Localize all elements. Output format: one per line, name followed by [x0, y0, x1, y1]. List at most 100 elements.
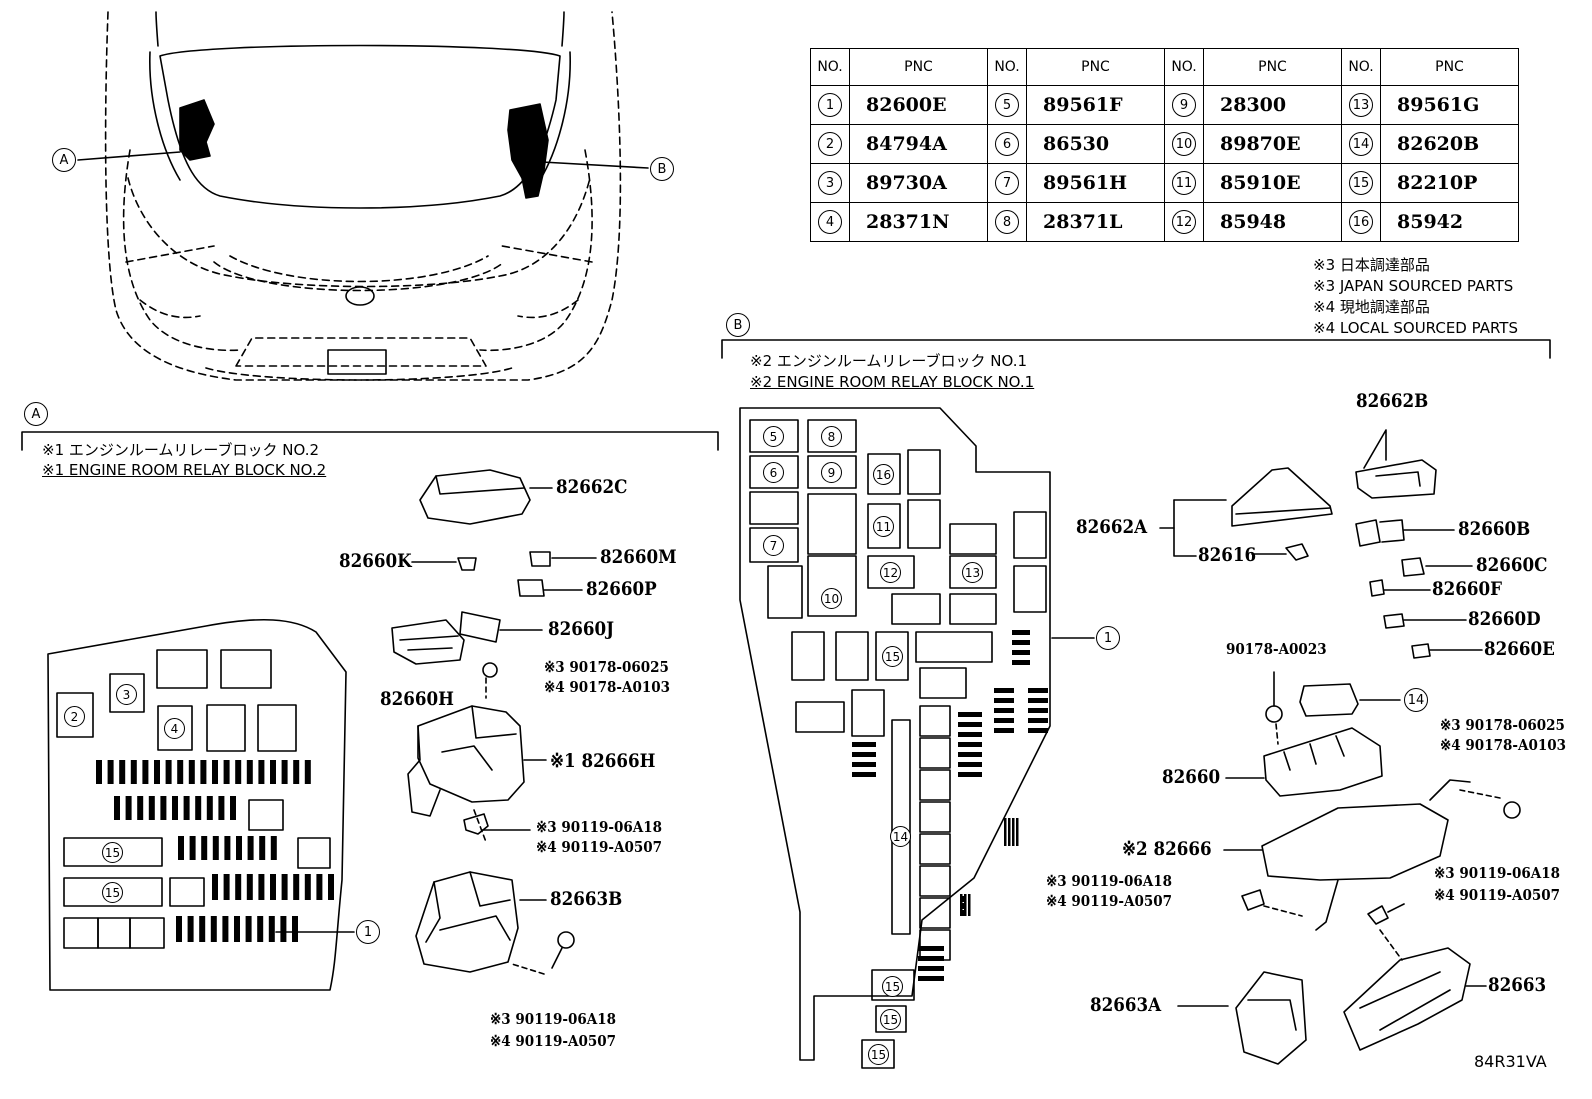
block-a-number: 15 [102, 842, 123, 863]
fuse-bar [235, 874, 242, 900]
note-90119-06a18: ※3 90119-06A18 [536, 818, 663, 836]
fuse-bar [212, 836, 219, 860]
part-82616: 82616 [1198, 544, 1257, 566]
block-b-number: 14 [890, 826, 911, 847]
fuse-bar [1008, 818, 1011, 846]
fuse-bar [212, 874, 218, 900]
fuse-bar [1012, 650, 1030, 655]
fuse-bar [188, 760, 195, 784]
drawing-code: 84R31VA [1474, 1052, 1547, 1071]
section-b-title-jp: ※2 エンジンルームリレーブロック NO.1 [750, 352, 1028, 370]
fuse-bar [918, 976, 944, 981]
block-a-number: 1 [356, 920, 380, 944]
note-90178-a0103: ※4 90178-A0103 [1440, 736, 1567, 754]
note-90119-06a18: ※3 90119-06A18 [1434, 864, 1561, 882]
table-pnc-cell: 82600E [849, 85, 988, 125]
fuse-bar [994, 728, 1014, 733]
table-header-no: NO. [1164, 48, 1204, 86]
relay-block-b-location [507, 103, 549, 199]
table-pnc-cell: 28300 [1203, 85, 1342, 125]
table-no-badge: 2 [818, 132, 842, 156]
part-82660m: 82660M [600, 546, 677, 568]
fuse-bar [1016, 818, 1019, 846]
block-b-number: 15 [882, 976, 903, 997]
fuse-bar [223, 874, 230, 900]
table-pnc-cell: 86530 [1026, 124, 1165, 164]
section-b-title-en: ※2 ENGINE ROOM RELAY BLOCK NO.1 [750, 373, 1035, 391]
fuse-bar [1028, 718, 1048, 723]
note-90178-06025: ※3 90178-06025 [544, 658, 669, 676]
block-b-number: 8 [821, 426, 842, 447]
table-pnc-cell: 28371L [1026, 202, 1165, 242]
fuse-bar [852, 762, 876, 767]
fuse-bar [270, 874, 276, 900]
block-b-number: 11 [873, 516, 894, 537]
block-b-number: 16 [873, 464, 894, 485]
table-pnc-cell: 89561G [1380, 85, 1519, 125]
fuse-bar [183, 796, 190, 820]
table-no-badge: 8 [995, 210, 1019, 234]
table-no-badge: 16 [1349, 210, 1373, 234]
block-b-number: 15 [882, 646, 903, 667]
table-no-badge: 6 [995, 132, 1019, 156]
table-header-row: NO. PNC NO. PNC NO. PNC NO. PNC [810, 48, 1519, 86]
fuse-bar [958, 722, 982, 727]
callout-a: A [52, 148, 76, 172]
fuse-bar [137, 796, 144, 820]
vehicle-front-view [104, 11, 622, 381]
fuse-bar [270, 760, 276, 784]
note-90178-a0103: ※4 90178-A0103 [544, 678, 671, 696]
table-header-pnc: PNC [849, 48, 988, 86]
table-row: 3 89730A 7 89561H 11 85910E 15 82210P [810, 163, 1519, 203]
fuse-bar [96, 760, 102, 784]
table-no-badge: 11 [1172, 171, 1196, 195]
pnc-table: NO. PNC NO. PNC NO. PNC NO. PNC 1 82600E… [810, 48, 1519, 242]
part-82660: 82660 [1162, 766, 1221, 788]
part-82666h: ※1 82666H [550, 750, 656, 772]
relay-block-a-location [179, 99, 215, 161]
fuse-bar [918, 946, 944, 951]
block-b-number: 6 [763, 462, 784, 483]
fuse-bar [199, 916, 206, 942]
fuse-bar [918, 956, 944, 961]
section-a-parts [391, 469, 597, 975]
part-82660b: 82660B [1458, 518, 1531, 540]
fuse-bar [177, 760, 184, 784]
callout-a-leader [77, 151, 181, 161]
block-a-number: 4 [164, 718, 185, 739]
block-b-number: 10 [821, 588, 842, 609]
fuse-bar [258, 874, 265, 900]
table-pnc-cell: 85942 [1380, 202, 1519, 242]
fuse-bar [1004, 818, 1007, 846]
fuse-bar [964, 894, 967, 916]
fuse-bar [235, 760, 242, 784]
fuse-bar [281, 874, 288, 900]
fuse-bar [1012, 630, 1030, 635]
section-b-tag: B [726, 313, 750, 337]
fuse-bar [114, 796, 120, 820]
fuse-bar [958, 742, 982, 747]
table-pnc-cell: 84794A [849, 124, 988, 164]
fuse-bar [206, 796, 213, 820]
table-pnc-cell: 89561H [1026, 163, 1165, 203]
fuse-bar [994, 698, 1014, 703]
fuse-bar [1012, 818, 1015, 846]
table-pnc-cell: 82620B [1380, 124, 1519, 164]
fuse-bar [210, 916, 217, 942]
fuse-bar [268, 916, 275, 942]
part-82663: 82663 [1488, 974, 1547, 996]
fuse-bar [1012, 640, 1030, 645]
table-pnc-cell: 28371N [849, 202, 988, 242]
section-a-tag: A [24, 402, 48, 426]
block-a-number: 3 [116, 684, 137, 705]
fuse-bar [107, 760, 114, 784]
part-90178-a0023: 90178-A0023 [1226, 640, 1327, 658]
fuse-bar [148, 796, 155, 820]
table-header-no: NO. [1341, 48, 1381, 86]
fuse-bar [236, 836, 242, 860]
fuse-bar [1028, 688, 1048, 693]
block-a-number: 15 [102, 882, 123, 903]
table-no-badge: 15 [1349, 171, 1373, 195]
table-header-pnc: PNC [1026, 48, 1165, 86]
block-b-number: 14 [1404, 688, 1428, 712]
